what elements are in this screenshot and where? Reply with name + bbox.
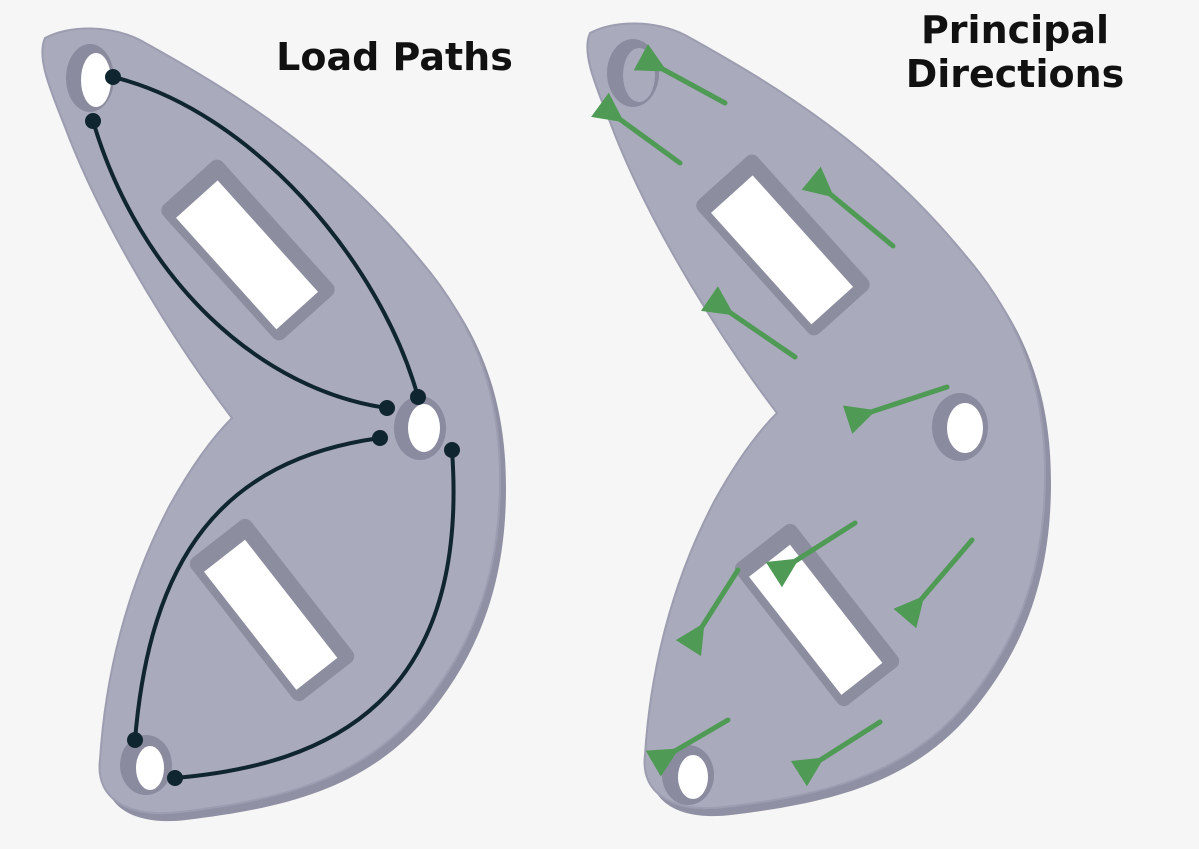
load-path-4 (174, 449, 456, 780)
title-principal-directions: Principal Directions (880, 8, 1150, 96)
principal-direction-arrows (591, 44, 975, 787)
title-line-2: Directions (905, 52, 1125, 96)
load-path-1 (112, 75, 420, 398)
load-path-2 (91, 120, 388, 410)
arrow-icon (790, 719, 883, 787)
title-load-paths: Load Paths (276, 35, 513, 79)
arrow-icon (765, 520, 858, 588)
arrow-icon (700, 286, 798, 360)
load-path-nodes (85, 69, 460, 786)
arrow-icon (675, 567, 741, 657)
left-plate (41, 27, 506, 822)
right-plate (586, 22, 1051, 817)
arrow-icon (645, 717, 731, 777)
arrow-icon (633, 44, 728, 106)
load-path-3 (133, 436, 381, 741)
slot-upper (161, 159, 335, 341)
arrow-icon (893, 537, 975, 629)
arrow-icon (801, 166, 896, 249)
arrow-icon (591, 92, 683, 166)
slot-lower (189, 518, 355, 702)
arrow-icon (842, 384, 950, 434)
load-paths (91, 75, 456, 780)
title-line-1: Principal (920, 8, 1110, 52)
